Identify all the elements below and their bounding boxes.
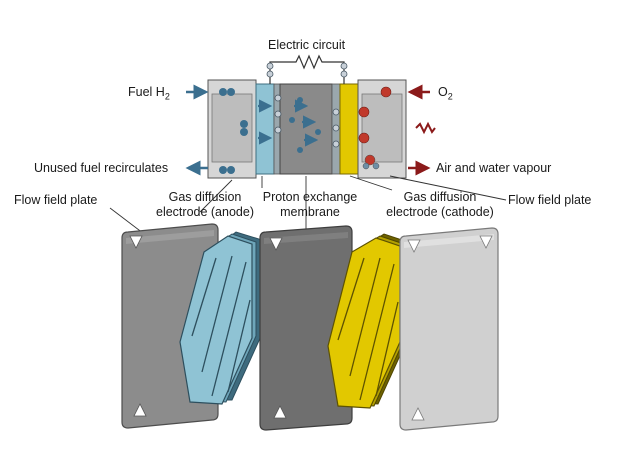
electrons (266, 62, 348, 148)
left-flow-channel (211, 93, 253, 163)
cell-cross-section (185, 54, 436, 179)
right-flow-channel (361, 93, 403, 163)
pem-line2: membrane (280, 205, 340, 219)
electric-circuit-wire (269, 54, 345, 84)
fuel-h2-subscript: 2 (164, 91, 170, 102)
anode-electrode (179, 231, 263, 405)
flow-field-plate-left-label: Flow field plate (14, 193, 98, 207)
oxygen-molecules (358, 86, 392, 144)
gde-anode-line2: electrode (anode) (156, 205, 254, 219)
o2-subscript: 2 (447, 91, 453, 102)
right-flow-field-plate (399, 227, 499, 431)
gde-cathode-label: Gas diffusion electrode (cathode) (378, 190, 502, 220)
o2-label: O2 (438, 85, 453, 105)
fuel-h2-label: Fuel H2 (128, 85, 170, 105)
hydrogen-molecules (219, 88, 248, 174)
gde-anode-line1: Gas diffusion (168, 190, 242, 204)
pem-label: Proton exchange membrane (258, 190, 362, 220)
gde-anode-label: Gas diffusion electrode (anode) (150, 190, 260, 220)
flow-field-plate-right-label: Flow field plate (508, 193, 592, 207)
water-molecules (362, 154, 380, 170)
anode-section (255, 83, 275, 175)
fuel-h2-text: Fuel H (128, 85, 165, 99)
gde-cathode-line2: electrode (cathode) (386, 205, 494, 219)
electric-circuit-label: Electric circuit (268, 38, 346, 52)
unused-fuel-label: Unused fuel recirculates (34, 161, 169, 175)
air-water-label: Air and water vapour (436, 161, 552, 175)
pem-line1: Proton exchange (262, 190, 358, 204)
cathode-section (339, 83, 359, 175)
gde-cathode-line1: Gas diffusion (403, 190, 477, 204)
heat-symbol (415, 121, 436, 135)
membrane-section (279, 83, 333, 175)
o2-text: O (438, 85, 448, 99)
cathode-electrode (327, 233, 409, 409)
proton-exchange-membrane (259, 225, 353, 431)
proton-arrows (258, 99, 319, 147)
